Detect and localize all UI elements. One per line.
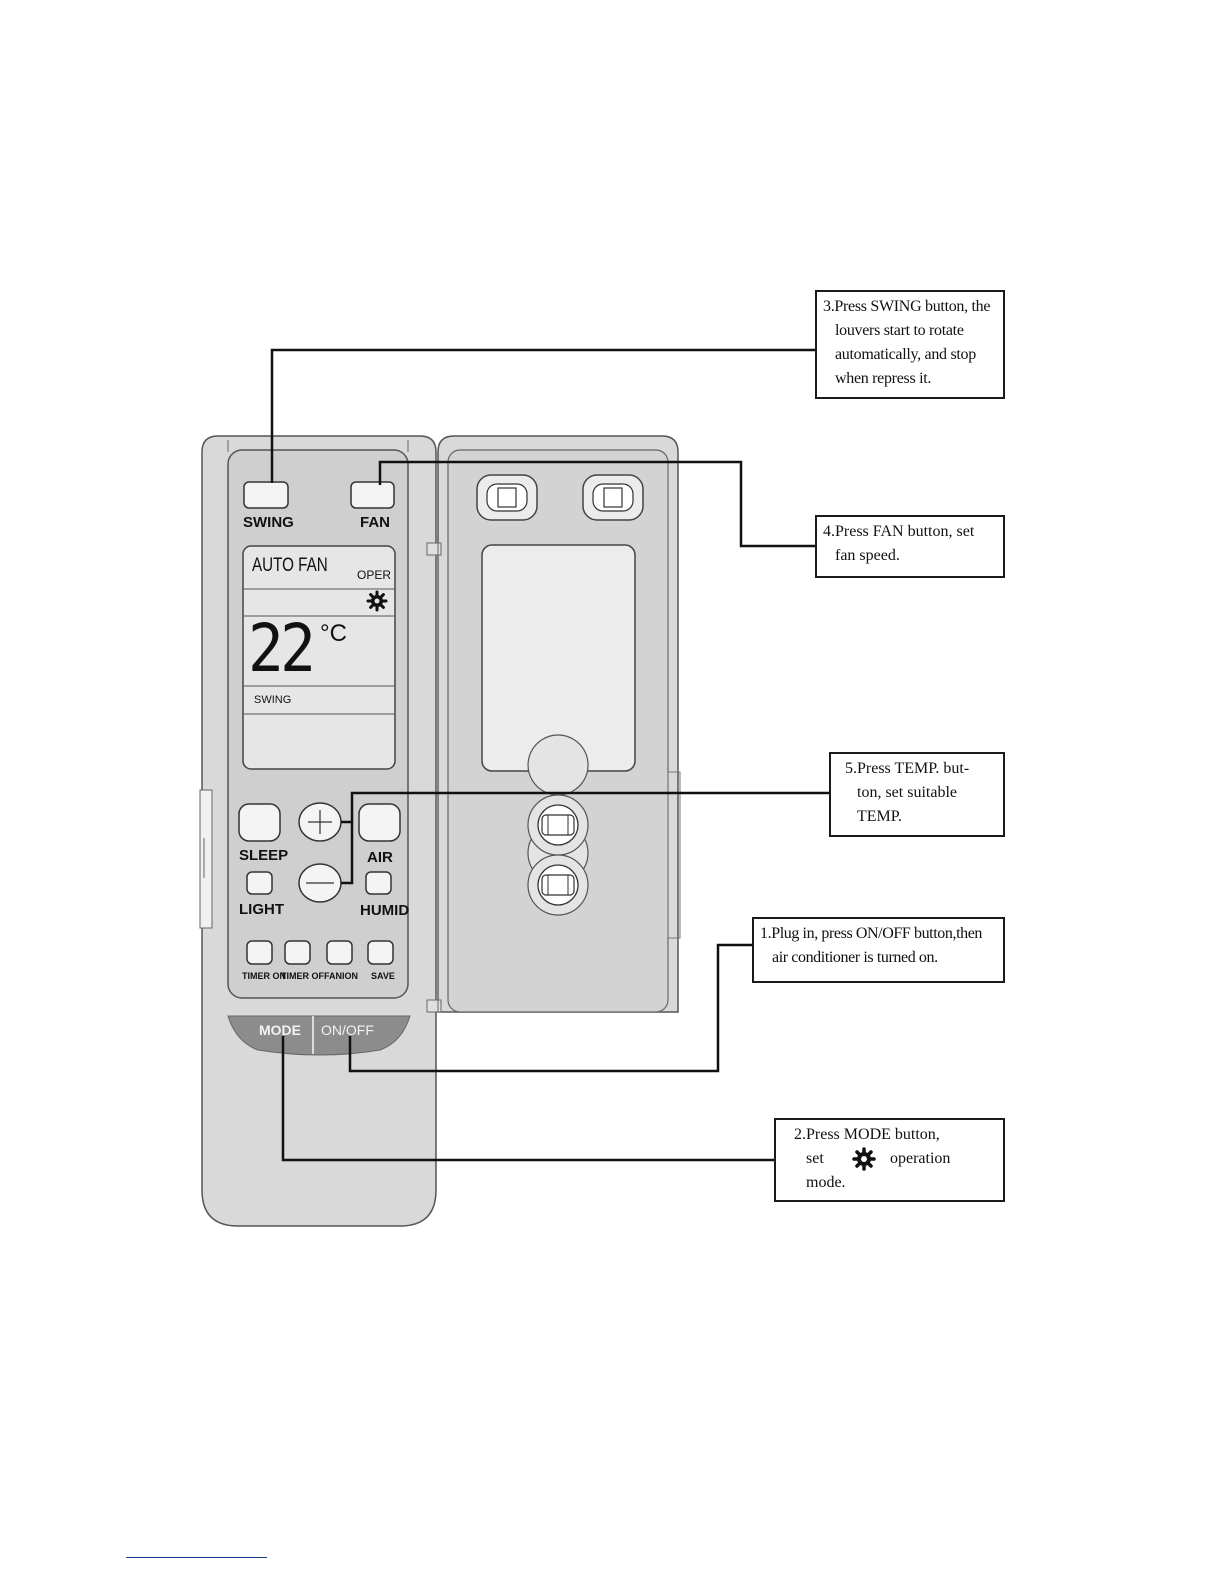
air-button [358,803,401,842]
anion-button [326,940,353,965]
light-button [246,871,273,895]
leader-mode [281,1036,775,1162]
callout-mode-line1: 2.Press MODE button, [794,1126,940,1143]
lcd-unit: °C [320,620,347,647]
humid-button [365,871,392,895]
gear-icon [366,590,388,612]
lcd-swing: SWING [254,694,292,706]
callout-swing-line2: louvers start to rotate [835,322,964,339]
lcd-auto-fan: AUTO FAN [252,555,328,576]
temp-down-button [298,863,342,903]
callout-mode-set: set [806,1150,824,1167]
callout-mode: 2.Press MODE button, set operation mode. [774,1118,1005,1202]
light-label: LIGHT [239,901,284,918]
swing-label: SWING [243,514,294,531]
callout-mode-line3: mode. [806,1174,846,1191]
leader-temp-down [341,822,354,885]
fan-button [350,481,395,509]
battery-clip [527,734,589,916]
callout-onoff-line1: 1.Plug in, press ON/OFF button,then [760,925,983,942]
fan-label: FAN [360,514,390,531]
mode-label: MODE [259,1022,301,1038]
humid-label: HUMID [360,902,410,919]
leader-swing [270,348,816,483]
timer-on-label: TIMER ON [242,971,286,981]
sleep-label: SLEEP [239,847,289,864]
footer-rule [126,1557,267,1558]
gear-icon [852,1147,876,1171]
callout-mode-operation: operation [890,1150,951,1167]
callout-temp-line3: TEMP. [857,808,902,825]
timer-off-button [284,940,311,965]
callout-swing: 3.Press SWING button, the louvers start … [815,290,1005,399]
side-slider [199,789,213,929]
callout-fan-line1: 4.Press FAN button, set [823,523,975,540]
callout-onoff: 1.Plug in, press ON/OFF button,then air … [752,917,1005,983]
lcd-oper: OPER [357,568,392,582]
lcd-screen [242,545,396,770]
callout-swing-line1: 3.Press SWING button, the [823,298,991,315]
swing-button [243,481,289,509]
leader-lines [270,348,830,1162]
callout-swing-line3: automatically, and stop [835,346,976,363]
temp-up-button [298,802,342,842]
callout-fan-line2: fan speed. [835,547,900,564]
callout-temp-line1: 5.Press TEMP. but- [845,760,970,777]
leader-temp [341,791,830,824]
callout-onoff-line2: air conditioner is turned on. [772,949,938,966]
callout-temp-line2: ton, set suitable [857,784,957,801]
callout-swing-line4: when repress it. [835,370,932,387]
sleep-button [238,803,281,842]
save-label: SAVE [371,971,395,981]
save-button [367,940,394,965]
callout-temp: 5.Press TEMP. but- ton, set suitable TEM… [829,752,1005,837]
mode-onoff-bar [227,1015,411,1056]
hinge-bottom [426,999,442,1013]
lcd-temperature: 22 [248,610,316,687]
leader-fan [378,460,816,548]
anion-label: ANION [329,971,358,981]
on-off-label: ON/OFF [321,1022,374,1038]
hinge-top [426,542,442,556]
callout-mode-line2: set operation [794,1147,999,1171]
leader-onoff [348,943,752,1073]
callout-fan: 4.Press FAN button, set fan speed. [815,515,1005,578]
timer-off-label: TIMER OFF [281,971,330,981]
air-label: AIR [367,849,393,866]
timer-on-button [246,940,273,965]
